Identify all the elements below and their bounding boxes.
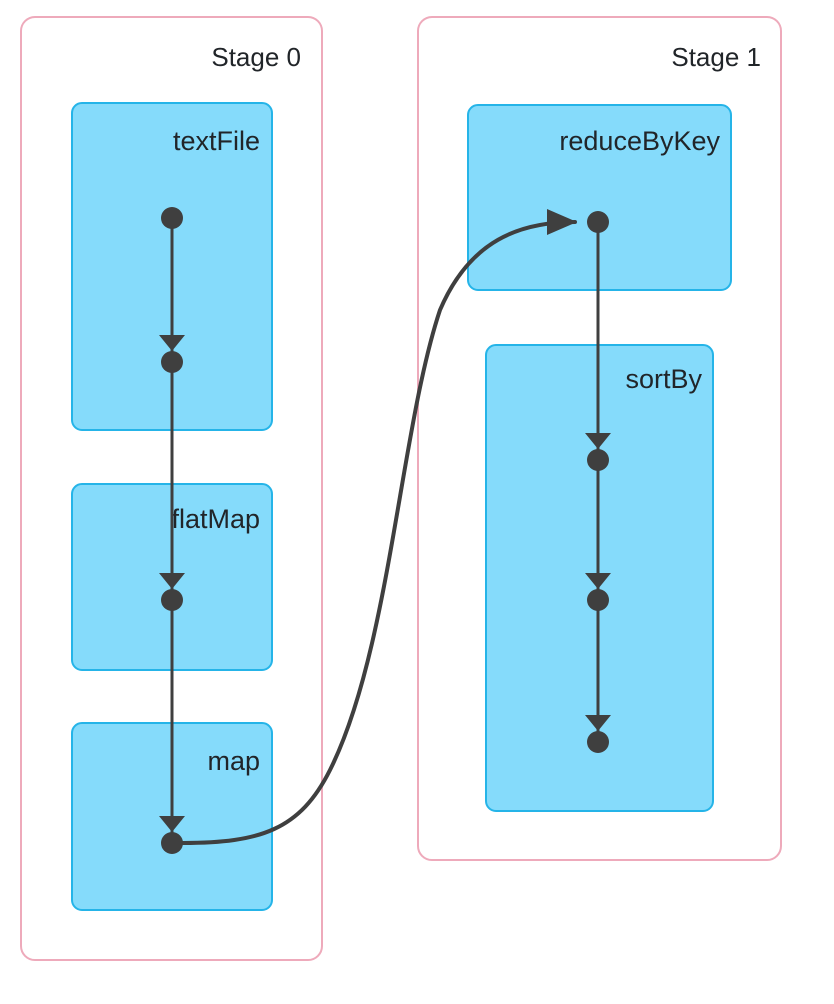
dag-edge bbox=[585, 469, 611, 591]
stage-label-1: Stage 1 bbox=[671, 42, 761, 72]
edge-path bbox=[181, 220, 577, 845]
partition-node[interactable] bbox=[587, 731, 609, 753]
partition-node[interactable] bbox=[587, 211, 609, 233]
partition-node[interactable] bbox=[587, 589, 609, 611]
partition-node[interactable] bbox=[161, 589, 183, 611]
dag-edge bbox=[159, 609, 185, 834]
rdd-label-map: map bbox=[207, 746, 260, 776]
arrowhead-icon bbox=[159, 335, 185, 351]
partition-node[interactable] bbox=[161, 207, 183, 229]
rdd-label-textfile: textFile bbox=[173, 126, 260, 156]
partition-nodes-layer bbox=[161, 207, 609, 854]
dag-edge bbox=[585, 609, 611, 733]
arrowhead-icon bbox=[159, 816, 185, 832]
rdd-node-reducebykey[interactable]: reduceByKey bbox=[467, 104, 732, 291]
dag-edge bbox=[159, 227, 185, 353]
edges-layer bbox=[159, 209, 611, 845]
arrowhead-icon bbox=[585, 715, 611, 731]
dag-edge bbox=[181, 209, 577, 845]
rdd-label-sortby: sortBy bbox=[625, 364, 702, 394]
arrowhead-icon bbox=[585, 433, 611, 449]
partition-node[interactable] bbox=[161, 351, 183, 373]
arrowhead-icon bbox=[547, 209, 577, 235]
dag-edge bbox=[585, 231, 611, 451]
arrowhead-icon bbox=[585, 573, 611, 589]
stage-label-0: Stage 0 bbox=[211, 42, 301, 72]
partition-node[interactable] bbox=[587, 449, 609, 471]
rdd-label-flatmap: flatMap bbox=[171, 504, 260, 534]
rdd-label-reducebykey: reduceByKey bbox=[559, 126, 720, 156]
arrowhead-icon bbox=[159, 573, 185, 589]
partition-node[interactable] bbox=[161, 832, 183, 854]
dag-edge bbox=[159, 371, 185, 591]
